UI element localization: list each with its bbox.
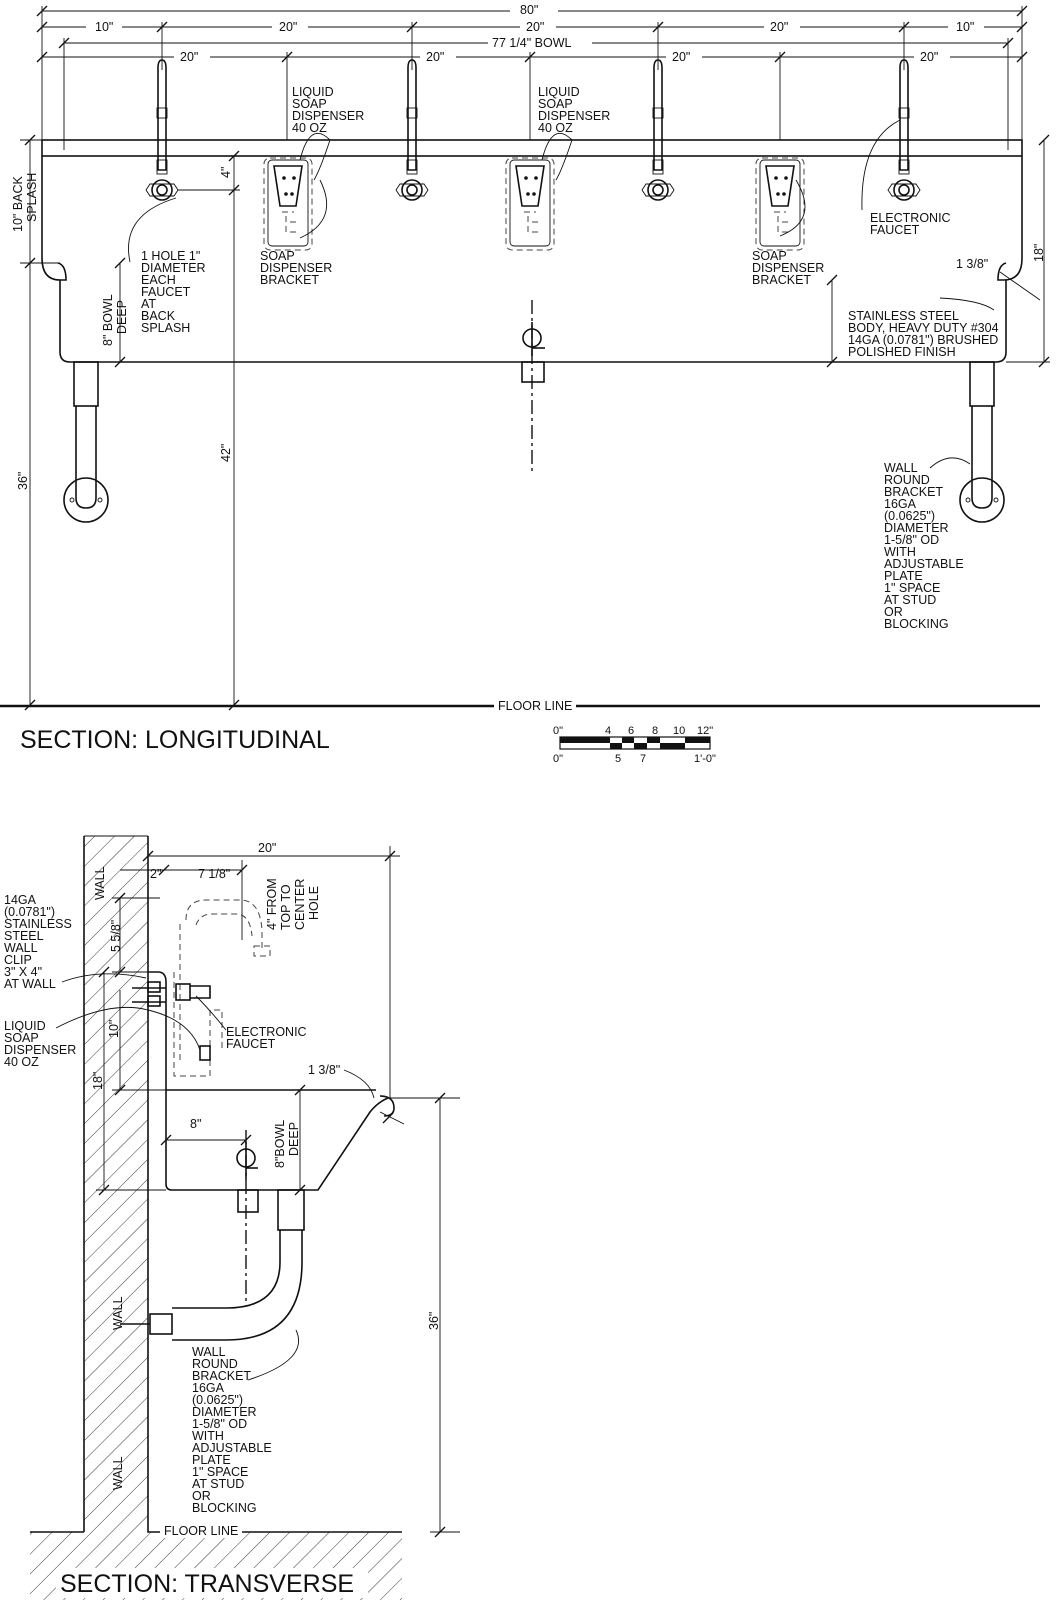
scale-10: 10: [673, 725, 685, 737]
scale-4: 4: [605, 725, 611, 737]
scale-1ft: 1'-0": [694, 753, 716, 765]
vertical-dimensions: [20, 134, 1050, 711]
faucet-1: [145, 59, 179, 201]
dim-10-left: 10": [95, 20, 113, 34]
transverse-section: WALL WALL WALL: [4, 835, 460, 1600]
transverse-leaders: [55, 973, 375, 1381]
dim-8-bowl-deep-trans: 8"BOWLDEEP: [273, 1120, 301, 1168]
soap-dispenser-3: [755, 157, 805, 251]
wall-label-bot: WALL: [111, 1456, 125, 1490]
transverse-dimensions: [96, 846, 460, 1538]
scale-12: 12": [697, 725, 713, 737]
wall-clip: [132, 981, 166, 1007]
dim-18: 18": [1032, 244, 1046, 262]
dim-5-5-8: 5 5/8": [109, 920, 123, 952]
dim-10-right: 10": [956, 20, 974, 34]
wall-label-top: WALL: [93, 866, 107, 900]
dim-20-4: 20": [180, 50, 198, 64]
wall-bracket-right: [959, 361, 1005, 523]
title-longitudinal: SECTION: LONGITUDINAL: [20, 726, 330, 754]
dim-10-trans: 10": [107, 1020, 121, 1038]
dim-20-trans: 20": [258, 841, 276, 855]
sink-profile: [148, 971, 395, 1302]
wall-hatched: [30, 835, 402, 1600]
title-transverse: SECTION: TRANSVERSE: [60, 1570, 354, 1598]
dim-7-1-8: 7 1/8": [198, 867, 230, 881]
centerline: [521, 300, 545, 472]
scale-bar: [559, 736, 711, 750]
dim-42: 42": [219, 444, 233, 462]
dim-36-trans: 36": [427, 1312, 441, 1330]
soap-dispenser-1: [263, 157, 313, 251]
dim-18-trans: 18": [91, 1072, 105, 1090]
dim-8-bowl-deep: 8" BOWLDEEP: [101, 294, 129, 346]
dim-20-3: 20": [770, 20, 788, 34]
dim-20-2: 20": [526, 20, 544, 34]
faucet-3: [641, 59, 675, 201]
dim-80: 80": [520, 3, 538, 17]
wall-bracket-left: [63, 361, 109, 523]
faucet-4: [887, 59, 921, 201]
soap-dispensers: [263, 157, 805, 251]
floor-line-label-trans: FLOOR LINE: [164, 1524, 238, 1538]
dim-8-trans: 8": [190, 1117, 201, 1131]
electronic-faucets: [145, 59, 921, 201]
leaders: [128, 119, 995, 469]
dim-20-6: 20": [672, 50, 690, 64]
wall-label-mid: WALL: [111, 1296, 125, 1330]
scale-5: 5: [615, 753, 621, 765]
scale-0-bottom: 0": [553, 753, 563, 765]
longitudinal-section: 80" 10" 20" 20" 20" 10" 77 1/4" BOWL 20"…: [0, 3, 1050, 765]
floor-line-label: FLOOR LINE: [498, 699, 572, 713]
scale-0-top: 0": [553, 725, 563, 737]
wall-bracket-side: [120, 1189, 305, 1341]
faucet-side: [173, 899, 271, 1077]
soap-dispenser-2: [505, 157, 555, 251]
dim-2-trans: 2": [150, 867, 161, 881]
dim-20-7: 20": [920, 50, 938, 64]
scale-8: 8: [652, 725, 658, 737]
dim-4: 4": [219, 167, 233, 178]
dim-4-from-top: 4" FROMTOP TOCENTERHOLE: [265, 878, 321, 930]
dim-bowl: 77 1/4" BOWL: [492, 36, 572, 50]
dim-20-5: 20": [426, 50, 444, 64]
dim-20-1: 20": [279, 20, 297, 34]
dim-10-back-splash: 10" BACKSPLASH: [11, 173, 39, 232]
scale-7: 7: [640, 753, 646, 765]
scale-6: 6: [628, 725, 634, 737]
dim-36: 36": [16, 472, 30, 490]
dim-1-3-8: 1 3/8": [956, 257, 988, 271]
faucet-2: [395, 59, 429, 201]
dim-1-3-8-trans: 1 3/8": [308, 1063, 340, 1077]
